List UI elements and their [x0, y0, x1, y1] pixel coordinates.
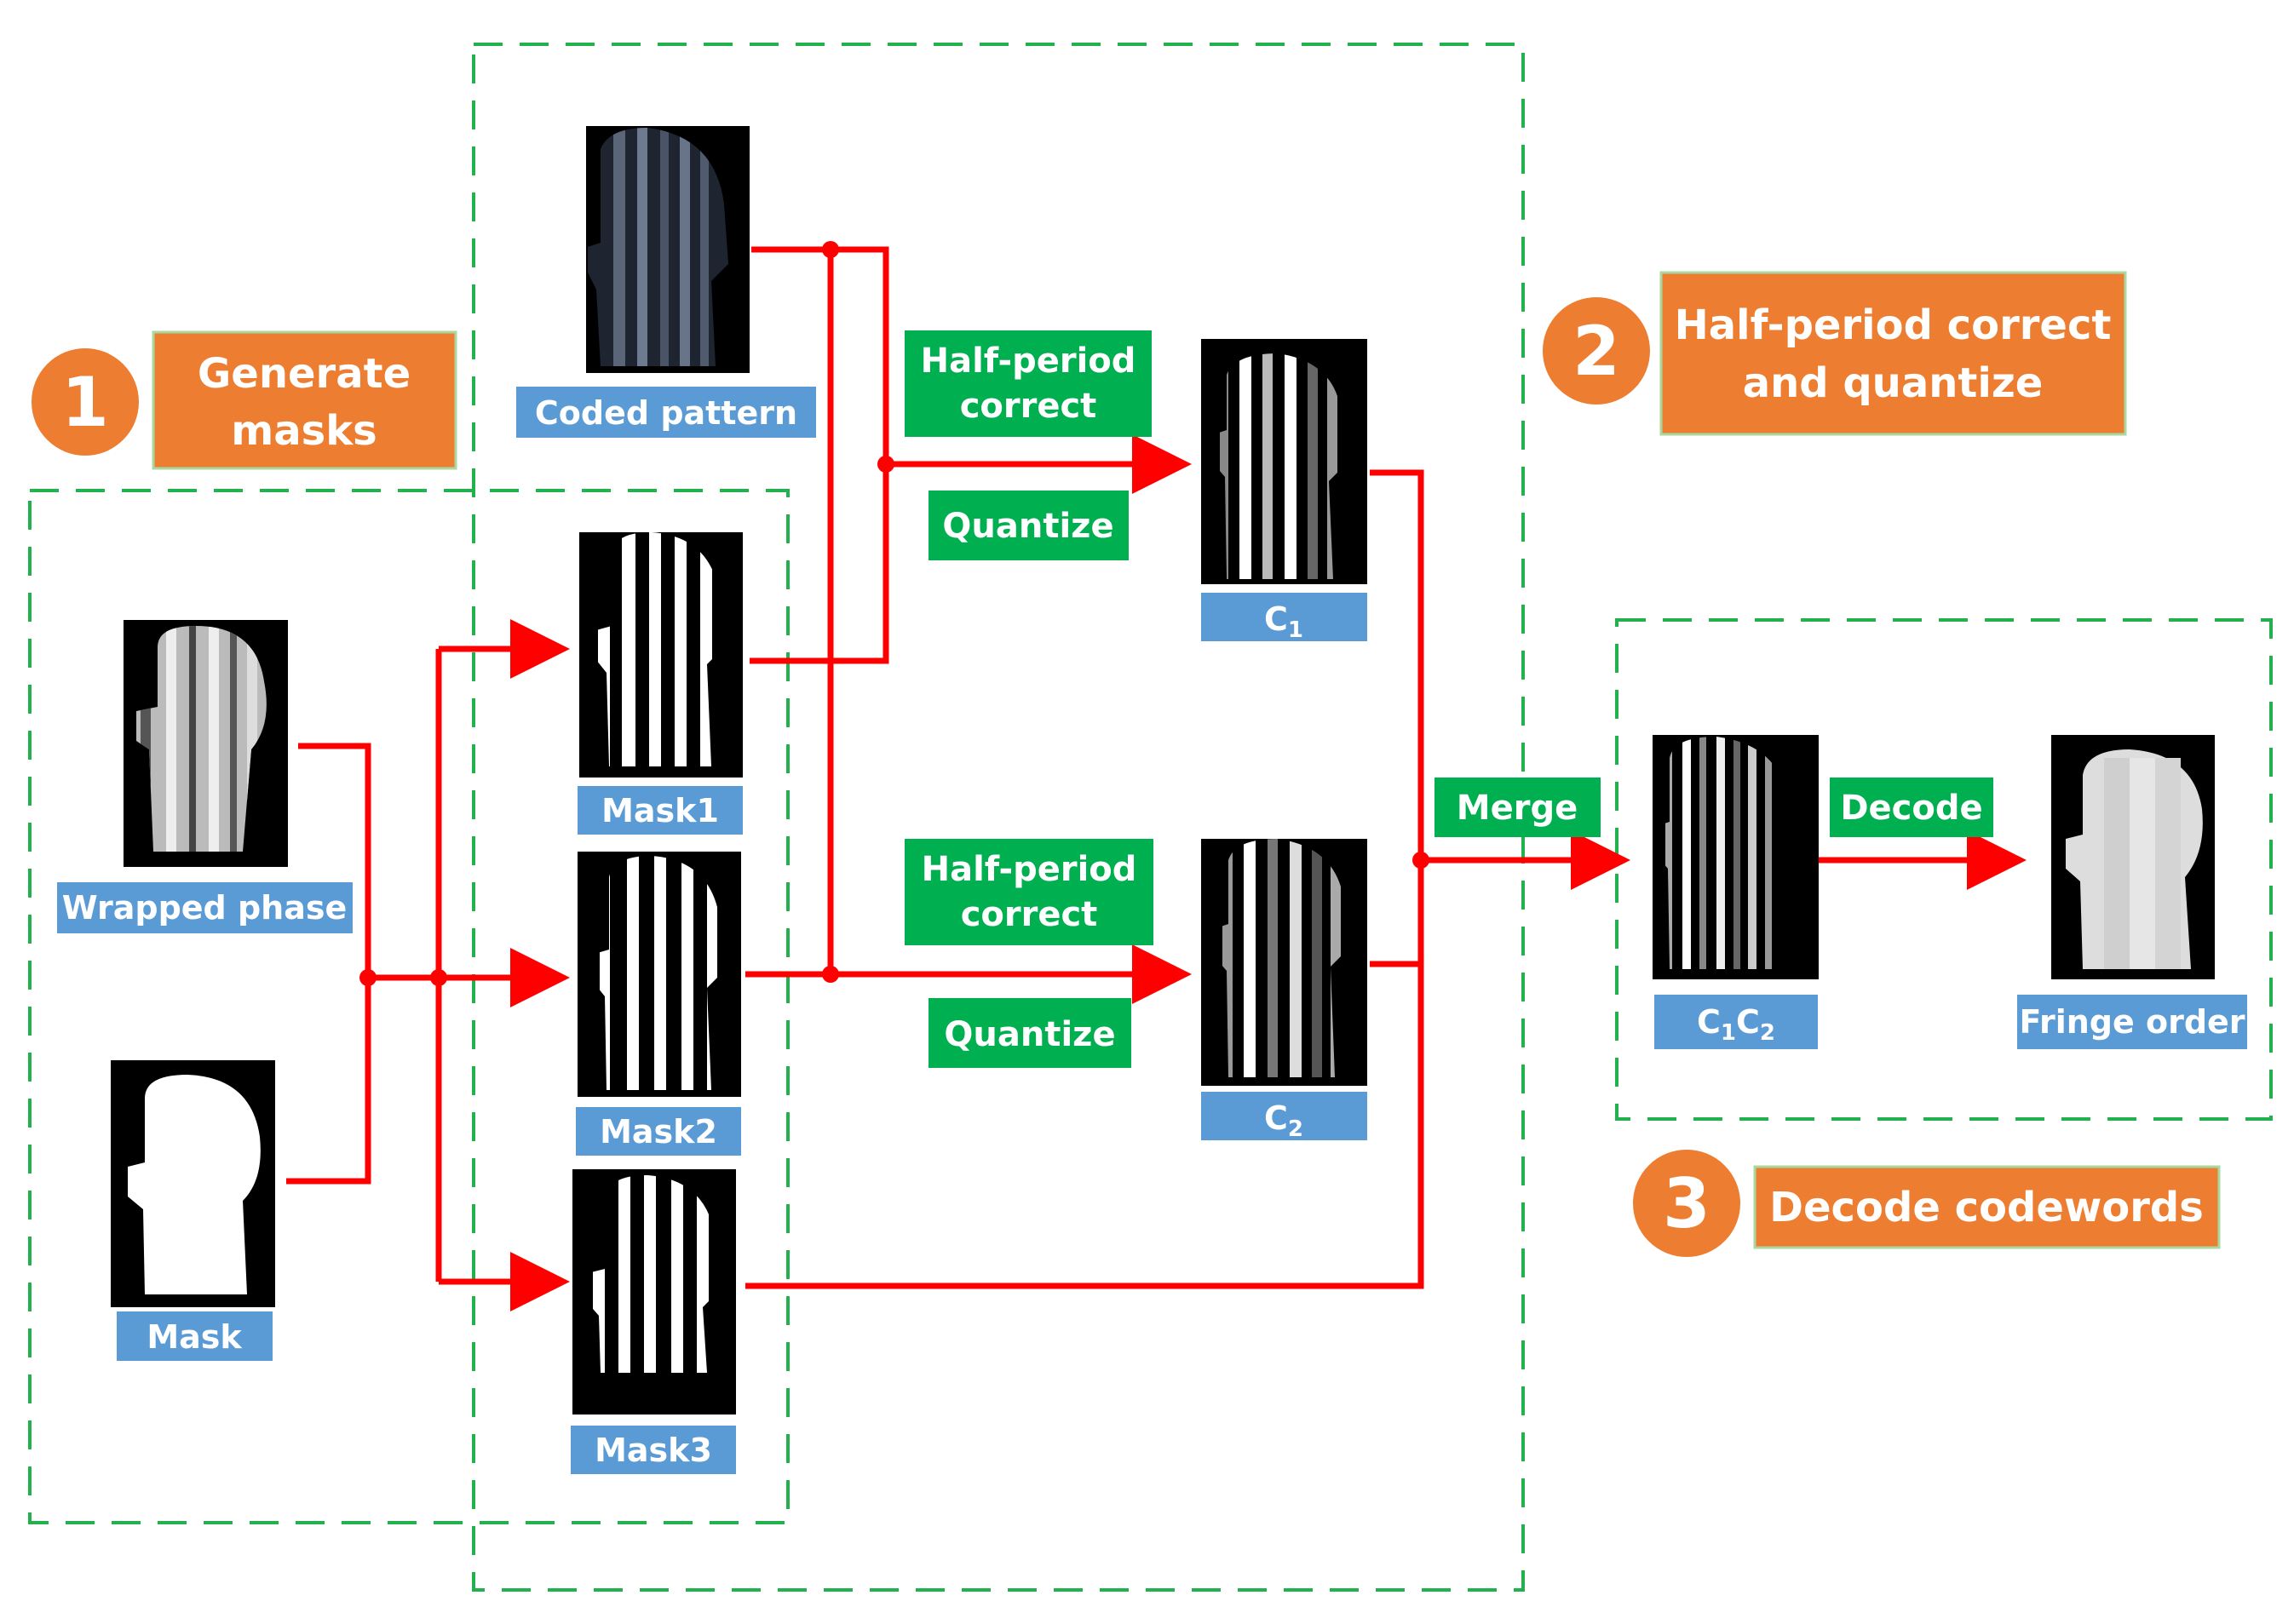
svg-text:correct: correct	[960, 387, 1097, 426]
op-half-period-correct-2: Half-period correct	[905, 839, 1153, 945]
svg-text:Wrapped phase: Wrapped phase	[62, 889, 348, 927]
coded-pattern-image	[586, 126, 750, 373]
svg-text:Decode: Decode	[1840, 789, 1982, 828]
step-3: 3 Decode codewords	[1628, 1145, 2221, 1262]
label-fringe-order: Fringe order	[2017, 995, 2247, 1049]
svg-text:1: 1	[61, 363, 109, 442]
svg-text:2: 2	[1572, 312, 1620, 391]
svg-text:Generate: Generate	[198, 350, 411, 398]
step-1-badge	[26, 343, 144, 461]
mask2-image	[578, 852, 741, 1097]
label-mask: Mask	[117, 1311, 273, 1361]
op-quantize-2: Quantize	[929, 998, 1131, 1068]
step-1: 1 Generate masks	[26, 330, 457, 470]
svg-text:3: 3	[1663, 1164, 1710, 1243]
label-c2: C2	[1201, 1092, 1367, 1142]
connectors	[286, 246, 2027, 1311]
connector-mask	[286, 978, 371, 1185]
svg-text:Mask3: Mask3	[595, 1432, 712, 1469]
label-mask2: Mask2	[576, 1107, 741, 1156]
step-1-title-box	[152, 330, 457, 470]
label-mask1: Mask1	[578, 786, 743, 835]
svg-text:correct: correct	[961, 895, 1098, 934]
step-2: 2 Half-period correct and quantize	[1538, 271, 2127, 436]
svg-text:Half-period: Half-period	[922, 850, 1137, 889]
svg-text:C1: C1	[1264, 600, 1303, 643]
svg-text:Fringe order: Fringe order	[2019, 1003, 2245, 1041]
svg-text:Quantize: Quantize	[944, 1015, 1115, 1054]
svg-text:Quantize: Quantize	[942, 507, 1113, 546]
svg-text:C2: C2	[1264, 1099, 1303, 1142]
group-box-step1	[28, 489, 790, 1524]
connector-wrapped-phase	[298, 743, 371, 978]
c1c2-image	[1653, 735, 1819, 979]
label-c1c2: C1C2	[1654, 995, 1818, 1049]
op-half-period-correct-1: Half-period correct	[905, 330, 1152, 437]
op-decode: Decode	[1830, 778, 1993, 837]
c1-image	[1201, 339, 1367, 584]
label-coded-pattern: Coded pattern	[516, 387, 816, 438]
svg-text:C1C2: C1C2	[1697, 1003, 1775, 1046]
svg-text:masks: masks	[231, 407, 377, 455]
label-mask3: Mask3	[571, 1426, 736, 1474]
svg-text:and quantize: and quantize	[1743, 359, 2044, 407]
connector-coded-pattern	[750, 246, 889, 664]
mask1-image	[579, 532, 743, 778]
label-c1: C1	[1201, 593, 1367, 643]
fringe-order-image	[2051, 735, 2215, 979]
step-2-title-box	[1659, 271, 2127, 436]
mask-image	[111, 1060, 275, 1307]
op-merge: Merge	[1434, 778, 1601, 837]
connector-c2-merge	[1370, 860, 1424, 967]
step-3-title-box	[1753, 1165, 2221, 1249]
svg-text:Coded pattern: Coded pattern	[535, 394, 797, 432]
connector-c1-merge	[1370, 469, 1424, 860]
svg-text:Half-period: Half-period	[921, 341, 1136, 381]
svg-text:Mask: Mask	[147, 1318, 242, 1356]
step-3-badge	[1628, 1145, 1745, 1262]
c2-image	[1201, 839, 1367, 1086]
svg-text:Merge: Merge	[1457, 789, 1578, 828]
label-wrapped-phase: Wrapped phase	[57, 882, 353, 933]
op-quantize-1: Quantize	[929, 491, 1129, 560]
svg-text:Mask1: Mask1	[601, 792, 719, 829]
connector-mask3-merge	[745, 860, 1424, 1289]
svg-text:Half-period correct: Half-period correct	[1675, 301, 2112, 349]
group-box-step3	[1615, 618, 2273, 1121]
step-2-badge	[1538, 292, 1655, 410]
svg-text:Mask2: Mask2	[600, 1113, 717, 1151]
junction-dots	[359, 241, 1429, 986]
wrapped-phase-image	[124, 620, 288, 867]
svg-text:Decode codewords: Decode codewords	[1769, 1184, 2204, 1231]
mask3-image	[572, 1169, 736, 1415]
